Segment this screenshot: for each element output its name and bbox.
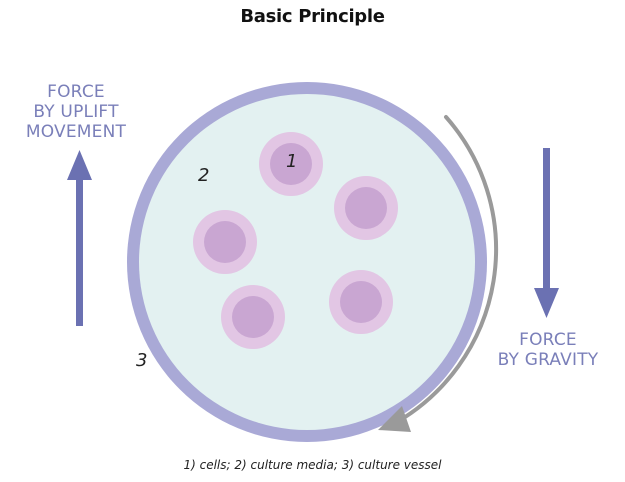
gravity-force-arrow [534,148,559,318]
uplift-label-line: FORCE [47,82,105,102]
cell [221,285,285,349]
uplift-force-label: FORCE BY UPLIFT MOVEMENT [6,82,146,142]
culture-media [139,94,475,430]
rotation-arrow [378,115,499,432]
cell [259,132,323,196]
gravity-label-line: FORCE [519,330,577,350]
uplift-label-line: MOVEMENT [25,122,127,142]
culture-media-number-label: 2 [198,165,210,186]
culture-vessel-number-label: 3 [136,350,148,371]
legend-caption: 1) cells; 2) culture media; 3) culture v… [183,458,442,472]
uplift-label-line: BY UPLIFT [33,102,119,122]
diagram-title: Basic Principle [240,6,385,27]
cell [334,176,398,240]
uplift-force-arrow [67,150,92,326]
gravity-label-line: BY GRAVITY [497,350,599,370]
cell [193,210,257,274]
cell [329,270,393,334]
cells-number-label: 1 [286,151,298,172]
cells [193,132,398,349]
gravity-force-label: FORCE BY GRAVITY [478,330,618,370]
